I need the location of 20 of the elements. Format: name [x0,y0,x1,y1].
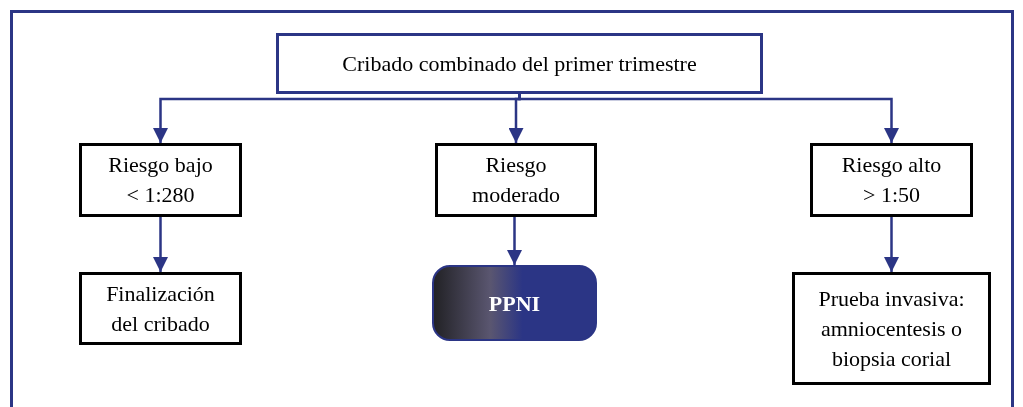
node-text: Prueba invasiva: amniocentesis o biopsia corial [817,284,966,373]
arrow [518,94,899,143]
process-box [792,272,991,385]
process-box [79,272,242,345]
node-text: PPNI [488,289,541,318]
process-box [79,143,242,217]
process-box [810,143,973,217]
node-text: Riesgo moderado [471,151,561,209]
node-text: > 1:50 [863,181,920,209]
arrow [153,217,168,272]
node-text: Riesgo alto [841,151,942,179]
process-box [276,33,763,94]
arrow [884,217,899,272]
node-text: Cribado combinado del primer trimestre [342,49,697,78]
node-text: Riesgo bajo [108,151,213,179]
highlight-box [432,265,597,341]
node-text: Finalización del cribado [105,279,216,338]
arrow [507,217,522,265]
process-box [435,143,597,217]
node-text: < 1:280 [126,181,195,209]
